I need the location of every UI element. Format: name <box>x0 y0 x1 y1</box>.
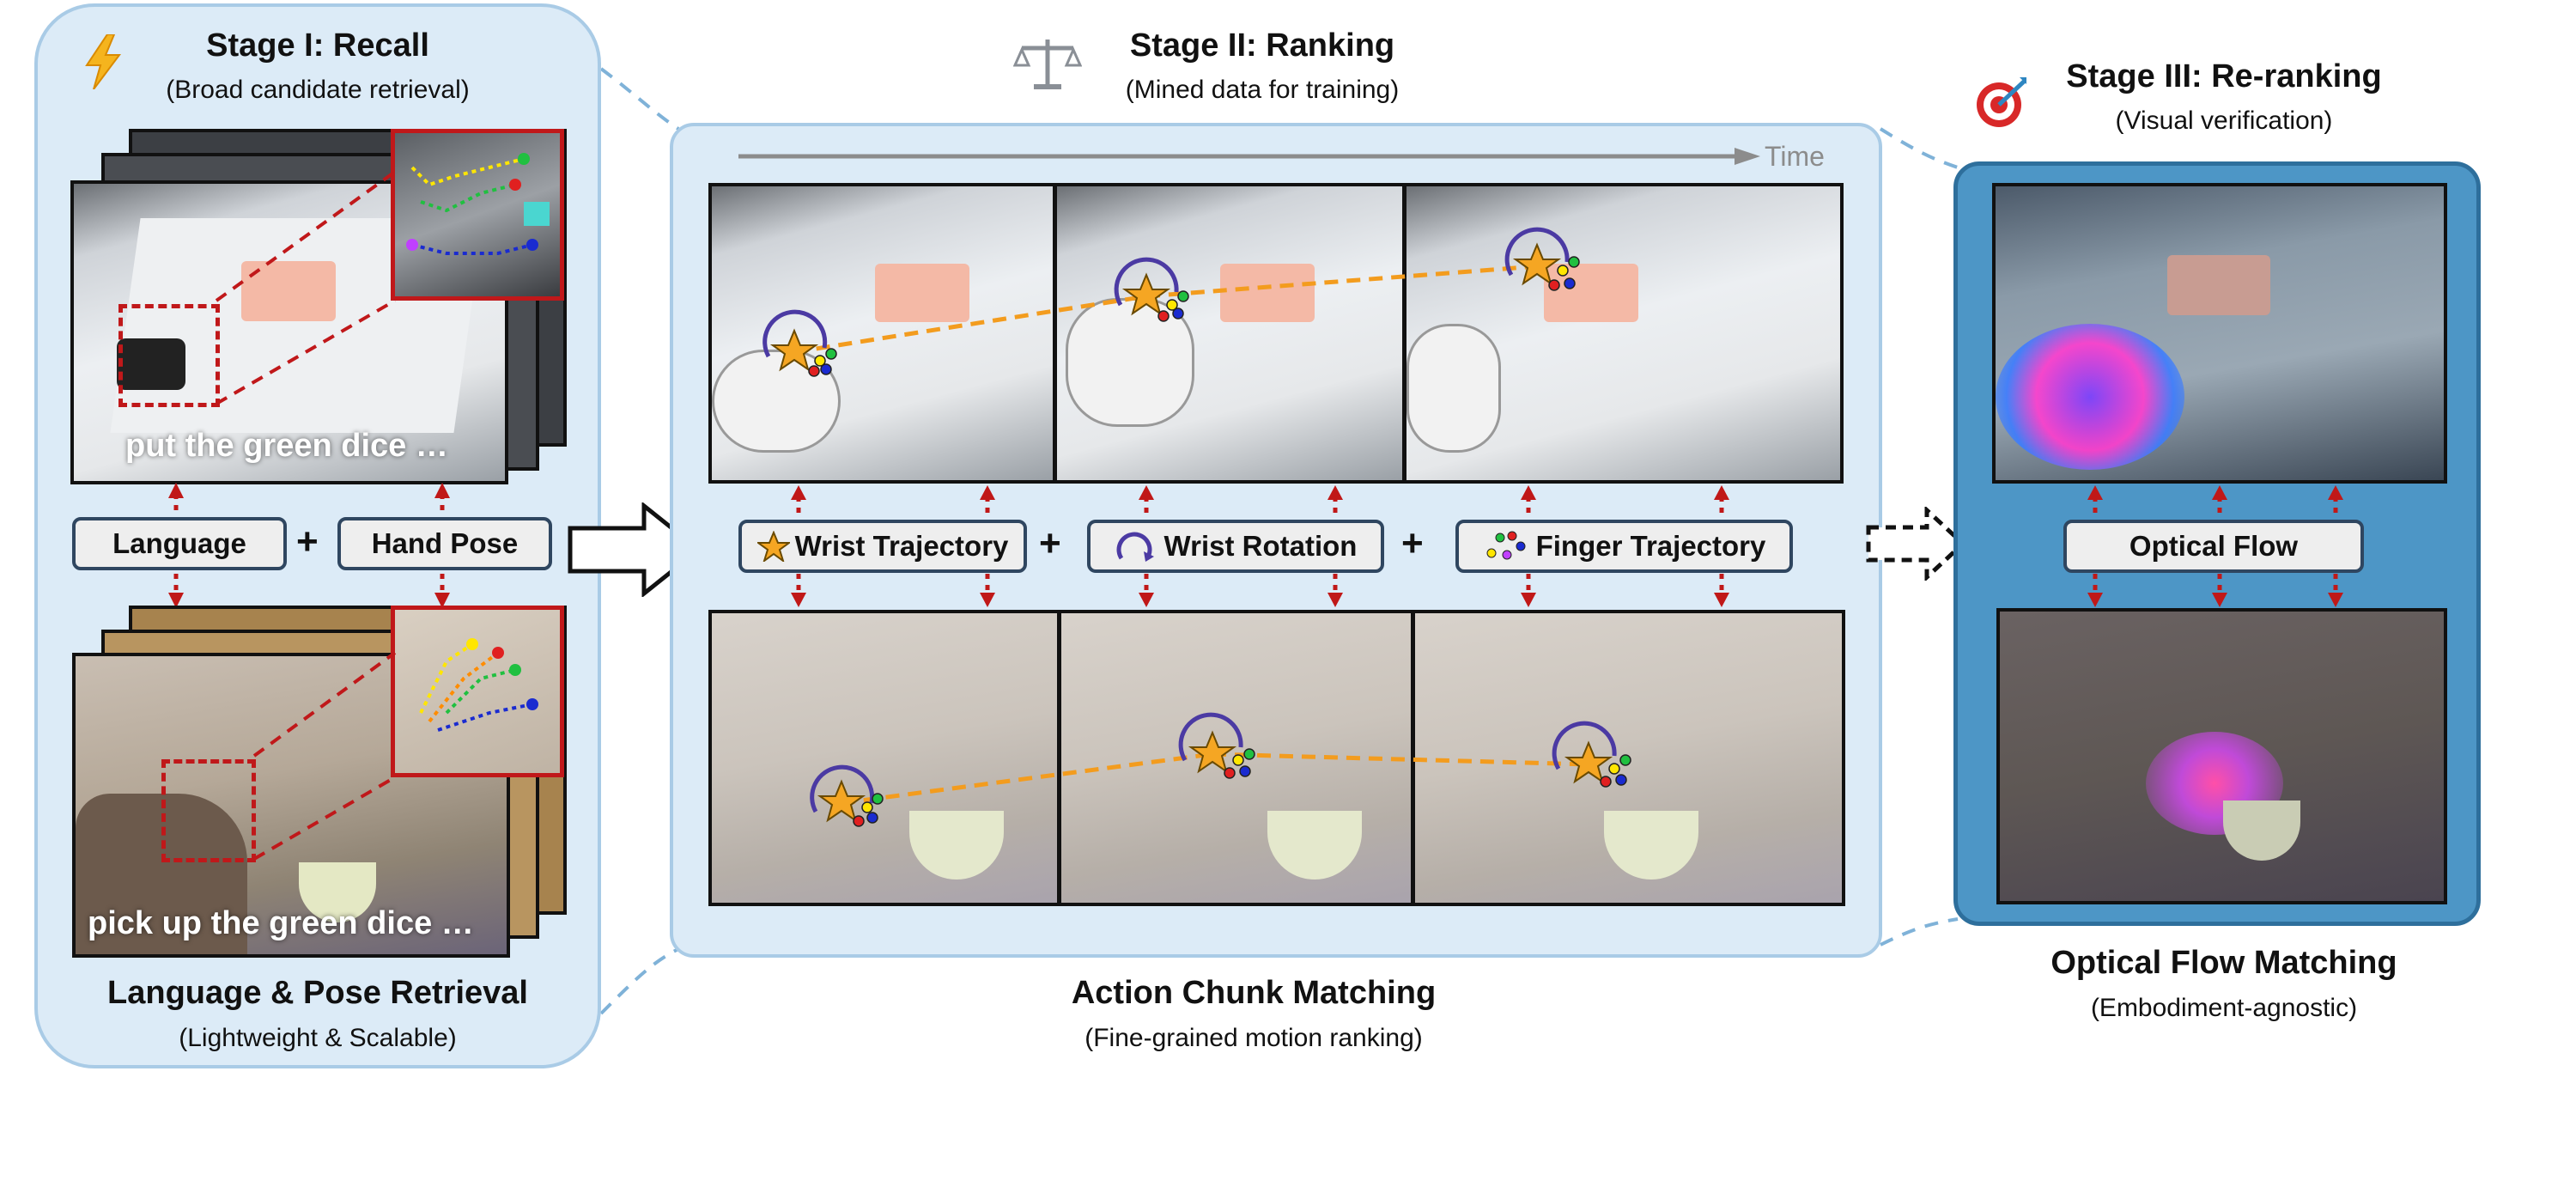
finger-dots-icon <box>1486 531 1526 560</box>
stage3-title: Stage III: Re-ranking <box>2066 58 2382 94</box>
robot-gripper <box>117 338 185 390</box>
flow-blob <box>1996 324 2184 470</box>
star-icon <box>756 531 790 562</box>
stage3-subtitle: (Visual verification) <box>2115 107 2333 135</box>
tag-wrist-rotation: Wrist Rotation <box>1087 520 1384 573</box>
robot-frame-3 <box>1403 183 1844 484</box>
tag-optical-flow: Optical Flow <box>2063 520 2364 573</box>
robot-caption: put the green dice … <box>125 428 448 464</box>
stage2-subtitle: (Mined data for training) <box>1125 76 1400 104</box>
plus-sign: + <box>1401 522 1424 564</box>
plus-sign: + <box>296 520 319 563</box>
human-hand-highlight <box>161 759 256 862</box>
robot-arm <box>1066 298 1194 427</box>
time-arrow <box>738 148 1760 165</box>
stage3-bottom-subtitle: (Embodiment-agnostic) <box>2090 994 2358 1022</box>
rotation-icon <box>1116 532 1154 562</box>
human-hand-zoom <box>391 606 564 777</box>
tray <box>1220 264 1315 322</box>
stage2-bottom-subtitle: (Fine-grained motion ranking) <box>1084 1024 1423 1052</box>
stage2-arrows <box>791 485 1729 607</box>
dashed-right-arrow-icon <box>1866 507 1966 581</box>
stage1-bottom-title: Language & Pose Retrieval <box>107 975 528 1011</box>
lightning-icon <box>85 34 121 89</box>
trajectory-overlay <box>762 227 1631 827</box>
human-zoom-lines <box>252 651 397 861</box>
tag-hand-pose: Hand Pose <box>337 517 552 570</box>
time-label: Time <box>1765 141 1825 172</box>
robot-arm <box>712 350 841 453</box>
target-icon <box>1977 77 2026 127</box>
tray <box>2167 255 2270 315</box>
stage1-bottom-subtitle: (Lightweight & Scalable) <box>179 1024 457 1052</box>
bowl <box>2223 800 2300 861</box>
tag-language: Language <box>72 517 287 570</box>
stage2-bottom-title: Action Chunk Matching <box>1071 975 1437 1011</box>
robot-hand-zoom <box>391 129 564 301</box>
robot-zoom-lines <box>215 170 397 405</box>
robot-hand-highlight <box>118 304 220 407</box>
robot-optical-flow-image <box>1992 183 2447 484</box>
stage1-title: Stage I: Recall <box>206 27 429 64</box>
stage1-arrows <box>168 483 450 608</box>
tag-wrist-trajectory-label: Wrist Trajectory <box>794 530 1009 562</box>
human-caption: pick up the green dice … <box>88 905 474 941</box>
tag-finger-trajectory: Finger Trajectory <box>1455 520 1793 573</box>
tag-finger-trajectory-label: Finger Trajectory <box>1535 530 1766 562</box>
robot-frame-2 <box>1054 183 1406 484</box>
plus-sign: + <box>1039 522 1061 564</box>
tag-wrist-rotation-label: Wrist Rotation <box>1163 530 1358 562</box>
robot-frame-1 <box>708 183 1056 484</box>
stage3-arrows <box>2087 485 2343 607</box>
bowl <box>299 862 376 922</box>
human-optical-flow-image <box>1996 608 2447 904</box>
human-frame-1 <box>708 610 1060 906</box>
tray <box>875 264 969 322</box>
stage2-title: Stage II: Ranking <box>1129 27 1395 64</box>
stage1-subtitle: (Broad candidate retrieval) <box>166 76 470 104</box>
robot-arm <box>1406 324 1501 453</box>
balance-scale-icon <box>1013 40 1082 89</box>
stage3-bottom-title: Optical Flow Matching <box>2050 945 2397 981</box>
tag-wrist-trajectory: Wrist Trajectory <box>738 520 1027 573</box>
